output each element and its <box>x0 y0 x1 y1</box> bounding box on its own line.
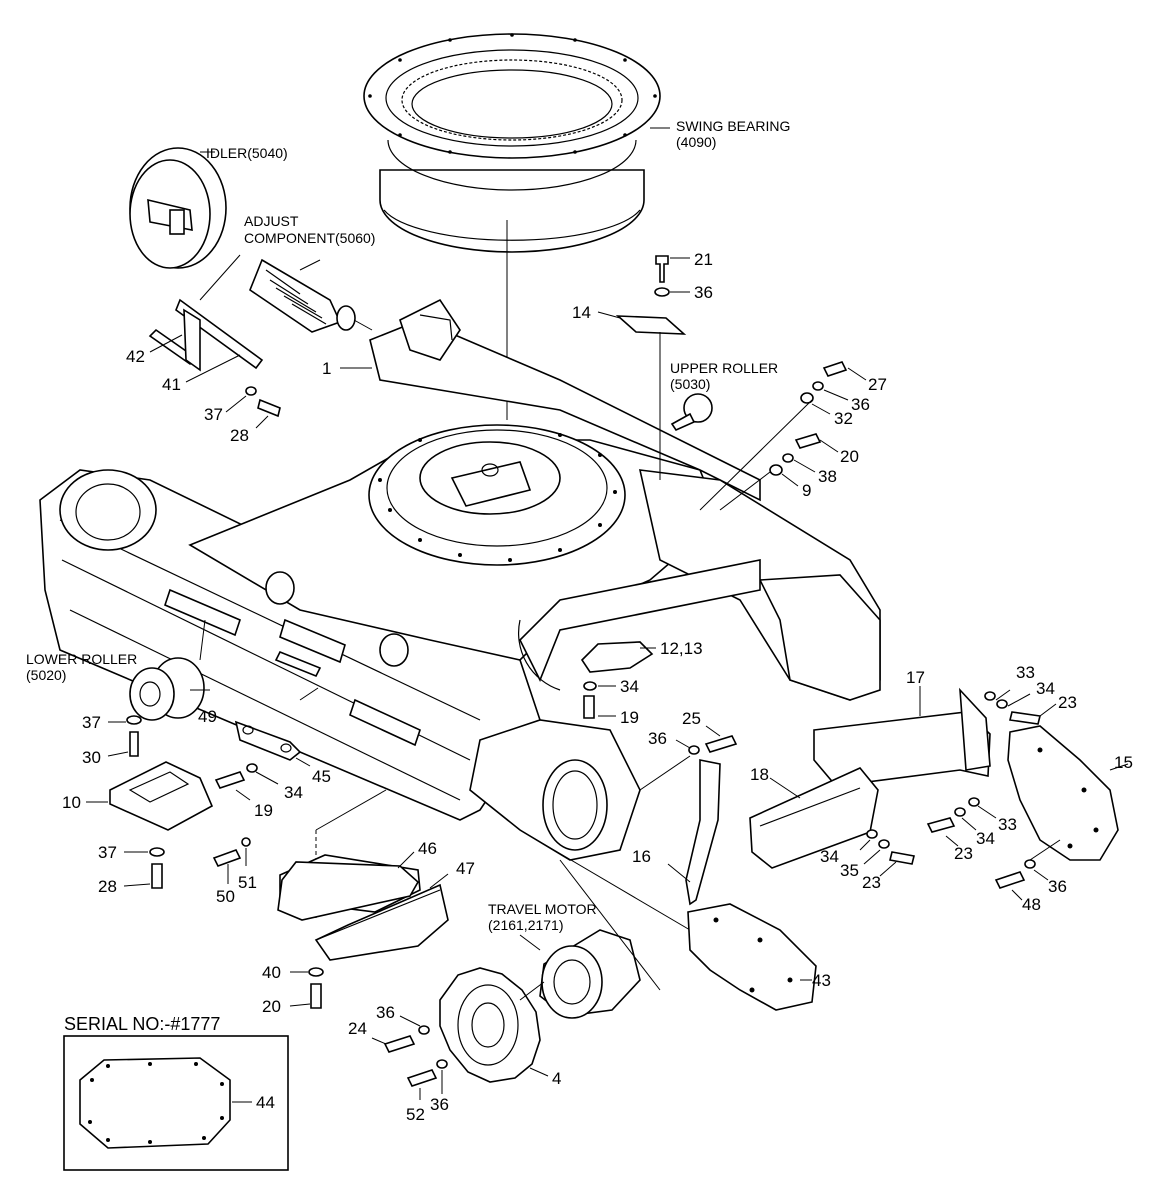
callout-15: 15 <box>1114 753 1133 772</box>
callout-12-13: 12,13 <box>660 639 703 658</box>
callout-20: 20 <box>840 447 859 466</box>
callout-21: 21 <box>694 250 713 269</box>
callout-40: 40 <box>262 963 281 982</box>
caption-upper-roller: UPPER ROLLER <box>670 360 778 376</box>
caption-lower-roller: LOWER ROLLER <box>26 651 137 667</box>
callout-42: 42 <box>126 347 145 366</box>
serial-box <box>63 1035 289 1171</box>
caption-adjust-component: COMPONENT(5060) <box>244 230 375 246</box>
callout-35: 35 <box>840 861 859 880</box>
bottom-hardware <box>289 967 324 1009</box>
callout-18: 18 <box>750 765 769 784</box>
caption-swing-bearing: SWING BEARING <box>676 118 790 134</box>
callout-32: 32 <box>834 409 853 428</box>
callout-23: 23 <box>1058 693 1077 712</box>
part-41-42 <box>148 298 281 429</box>
idler <box>129 147 241 301</box>
callout-48: 48 <box>1022 895 1041 914</box>
callout-16: 16 <box>632 847 651 866</box>
caption-lower-roller-code: (5020) <box>26 667 66 683</box>
callout-36: 36 <box>376 1003 395 1022</box>
callout-46: 46 <box>418 839 437 858</box>
callout-36: 36 <box>430 1095 449 1114</box>
callout-34: 34 <box>820 847 839 866</box>
callout-19: 19 <box>620 708 639 727</box>
caption-travel-motor-code: (2161,2171) <box>488 917 564 933</box>
callout-27: 27 <box>868 375 887 394</box>
callout-4: 4 <box>552 1069 561 1088</box>
callout-45: 45 <box>312 767 331 786</box>
caption-travel-motor: TRAVEL MOTOR <box>488 901 597 917</box>
callout-37: 37 <box>204 405 223 424</box>
callout-20: 20 <box>262 997 281 1016</box>
callout-14: 14 <box>572 303 591 322</box>
track-frame <box>39 33 881 861</box>
upper-right-hardware <box>597 255 867 511</box>
callout-9: 9 <box>802 481 811 500</box>
callout-36: 36 <box>1048 877 1067 896</box>
callout-47: 47 <box>456 859 475 878</box>
callout-44: 44 <box>256 1093 275 1112</box>
callout-28: 28 <box>98 877 117 896</box>
callout-23: 23 <box>862 873 881 892</box>
callout-38: 38 <box>818 467 837 486</box>
callout-30: 30 <box>82 748 101 767</box>
callout-37: 37 <box>98 843 117 862</box>
callout-43: 43 <box>812 971 831 990</box>
cover-plates <box>277 851 449 961</box>
callout-25: 25 <box>682 709 701 728</box>
caption-idler: IDLER(5040) <box>206 145 288 161</box>
caption-swing-bearing-code: (4090) <box>676 134 716 150</box>
callout-34: 34 <box>1036 679 1055 698</box>
callout-10: 10 <box>62 793 81 812</box>
callout-34: 34 <box>620 677 639 696</box>
callout-51: 51 <box>238 873 257 892</box>
callout-1: 1 <box>322 359 331 378</box>
caption-serial-number: SERIAL NO:-#1777 <box>64 1014 220 1034</box>
sprocket-and-motor <box>371 829 691 1100</box>
callout-34: 34 <box>976 829 995 848</box>
callout-28: 28 <box>230 426 249 445</box>
callout-33: 33 <box>1016 663 1035 682</box>
caption-adjust: ADJUST <box>244 213 299 229</box>
caption-upper-roller-code: (5030) <box>670 376 710 392</box>
callout-37: 37 <box>82 713 101 732</box>
callout-33: 33 <box>998 815 1017 834</box>
callout-36: 36 <box>851 395 870 414</box>
callout-36: 36 <box>694 283 713 302</box>
lower-roller <box>86 619 214 831</box>
adjust-component <box>249 258 373 333</box>
right-brackets <box>580 641 1129 1011</box>
callout-24: 24 <box>348 1019 367 1038</box>
callout-50: 50 <box>216 887 235 906</box>
callout-17: 17 <box>906 668 925 687</box>
lower-left-hardware <box>123 687 387 920</box>
callout-23: 23 <box>954 844 973 863</box>
callout-36: 36 <box>648 729 667 748</box>
callout-52: 52 <box>406 1105 425 1124</box>
callout-41: 41 <box>162 375 181 394</box>
callout-49: 49 <box>198 707 217 726</box>
callout-34: 34 <box>284 783 303 802</box>
callout-19: 19 <box>254 801 273 820</box>
